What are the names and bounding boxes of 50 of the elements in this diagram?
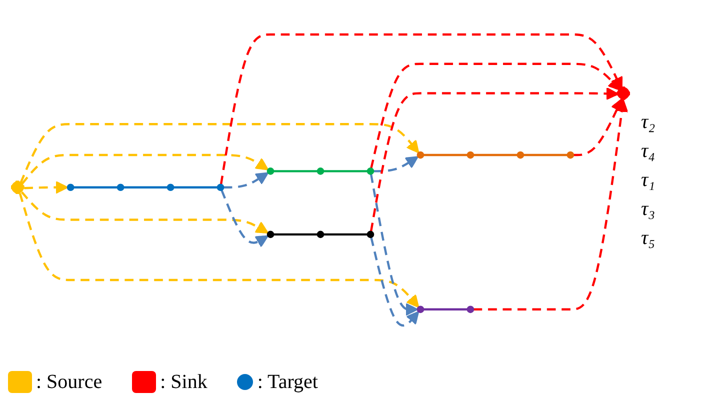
connector	[323, 170, 368, 172]
arrow	[20, 191, 269, 234]
connector	[423, 154, 468, 156]
node-circle	[266, 230, 274, 238]
arrow	[370, 62, 622, 169]
arrow	[20, 154, 269, 185]
chain-label: τ₄	[641, 140, 656, 162]
node-circle	[466, 151, 474, 159]
connector	[423, 308, 468, 310]
chain-label: τ₂	[641, 110, 656, 134]
arrow	[370, 87, 619, 232]
arrow	[24, 180, 68, 194]
arrow	[223, 172, 269, 188]
arrow	[20, 123, 420, 184]
connector	[273, 170, 318, 172]
arrow	[220, 190, 269, 248]
arrow	[473, 99, 628, 310]
node-circle	[416, 306, 424, 314]
chain-label: τ₁	[641, 168, 656, 192]
connector	[523, 154, 568, 156]
arrow	[18, 193, 420, 308]
connector	[323, 233, 368, 236]
node-circle	[116, 184, 124, 192]
legend-text: : Source	[36, 370, 102, 394]
arrow	[220, 33, 623, 185]
node-circle	[66, 184, 74, 192]
connector	[473, 154, 518, 156]
arrow	[373, 156, 419, 172]
connector	[273, 233, 318, 236]
node-circle	[316, 168, 324, 175]
node-circle	[166, 184, 174, 192]
chain-label: τ₅	[641, 226, 656, 250]
node-circle	[316, 230, 324, 238]
connector	[124, 186, 168, 188]
node-circle	[366, 230, 374, 238]
arrow	[370, 237, 420, 327]
chain-label: τ₃	[641, 198, 656, 220]
arrow	[370, 174, 418, 316]
node-circle	[366, 168, 374, 175]
node-circle	[416, 151, 424, 159]
node-circle	[466, 306, 474, 314]
node-circle	[216, 184, 224, 192]
arrow	[573, 98, 623, 156]
node-circle	[566, 151, 574, 159]
legend-text: : Sink	[160, 370, 208, 394]
node-circle	[516, 151, 524, 159]
connector	[173, 186, 218, 188]
legend-text: : Target	[257, 370, 318, 394]
node-circle	[266, 168, 274, 175]
connector	[74, 186, 118, 188]
